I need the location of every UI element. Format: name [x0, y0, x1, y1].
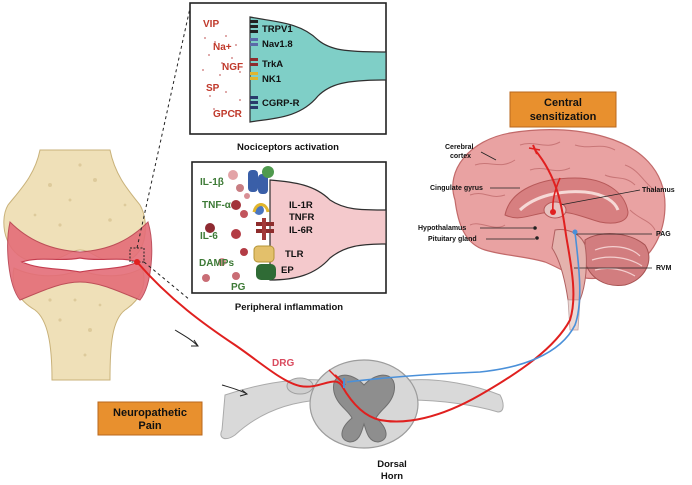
label-pag: PAG [656, 231, 671, 238]
ligand-dots [202, 35, 241, 113]
nociceptor-terminal [249, 16, 387, 123]
receptor-nk1: NK1 [262, 74, 282, 85]
central-line-1: Central [544, 97, 582, 109]
nociceptor-panel: VIP Na+ NGF SP GPCR TRPV1 Nav1.8 TrkA NK… [189, 2, 387, 135]
ligand-vip: VIP [203, 19, 219, 30]
label-cingulate-gyrus: Cingulate gyrus [430, 185, 483, 192]
inflammation-panel: IL-1β TNF-α IL-6 DAMPs PG IL-1R TNFR IL-… [191, 161, 387, 294]
signal-arrows [174, 329, 249, 397]
membrane-receptors [250, 20, 258, 109]
neuro-line-2: Pain [138, 420, 162, 432]
central-line-2: sensitization [530, 111, 597, 123]
label-rvm: RVM [656, 265, 672, 272]
ligand-ngf: NGF [222, 62, 243, 73]
ligand-na: Na+ [213, 42, 232, 53]
receptor-tlr: TLR [285, 249, 304, 260]
label-cerebral-cortex-1: Cerebral [445, 144, 473, 151]
mediator-pg: PG [231, 282, 246, 293]
central-sensitization-box: Central sensitization [509, 91, 617, 128]
nerve-root-right [409, 379, 504, 413]
label-horn: Horn [381, 471, 403, 482]
receptor-cgrp-r: CGRP-R [262, 98, 300, 109]
receptor-trka: TrkA [262, 59, 283, 70]
mediator-tnfa: TNF-α [202, 200, 232, 211]
zoom-line-bottom [143, 261, 191, 301]
label-cerebral-cortex-2: cortex [450, 153, 471, 160]
neuro-line-1: Neuropathetic [113, 407, 187, 419]
receptor-il6r: IL-6R [289, 225, 313, 236]
ascending-pathway-peripheral [136, 149, 575, 423]
brain [452, 129, 666, 331]
brain-labels: Cerebral cortex Cingulate gyrus Thalamus… [418, 144, 675, 272]
label-drg: DRG [272, 358, 294, 369]
ligand-gpcr: GPCR [213, 109, 243, 120]
mediator-damps: DAMPs [199, 258, 234, 269]
inflamed-terminal [269, 179, 387, 281]
label-dorsal: Dorsal [377, 459, 407, 470]
nociceptor-caption: Nociceptors activation [237, 142, 339, 153]
receptor-nav18: Nav1.8 [262, 39, 293, 50]
receptor-il1r: IL-1R [289, 200, 313, 211]
label-thalamus: Thalamus [642, 187, 675, 194]
descending-pathway [346, 231, 581, 383]
gray-matter [333, 374, 395, 443]
neuropathetic-pain-box: Neuropathetic Pain [97, 401, 203, 436]
receptor-tnfr: TNFR [289, 212, 314, 223]
mediator-il6: IL-6 [200, 231, 218, 242]
zoom-line-top [136, 7, 191, 249]
knee-joint [3, 149, 153, 381]
mediator-il1b: IL-1β [200, 177, 224, 188]
label-pituitary-gland: Pituitary gland [428, 236, 477, 243]
receptor-trpv1: TRPV1 [262, 24, 293, 35]
label-hypothalamus: Hypothalamus [418, 225, 466, 232]
ligand-sp: SP [206, 83, 220, 94]
inflammation-caption: Peripheral inflammation [235, 302, 343, 313]
femur-bone [3, 149, 146, 263]
mediator-particles [202, 170, 250, 282]
receptor-ep: EP [281, 265, 294, 276]
cytokine-receptors [248, 166, 276, 280]
